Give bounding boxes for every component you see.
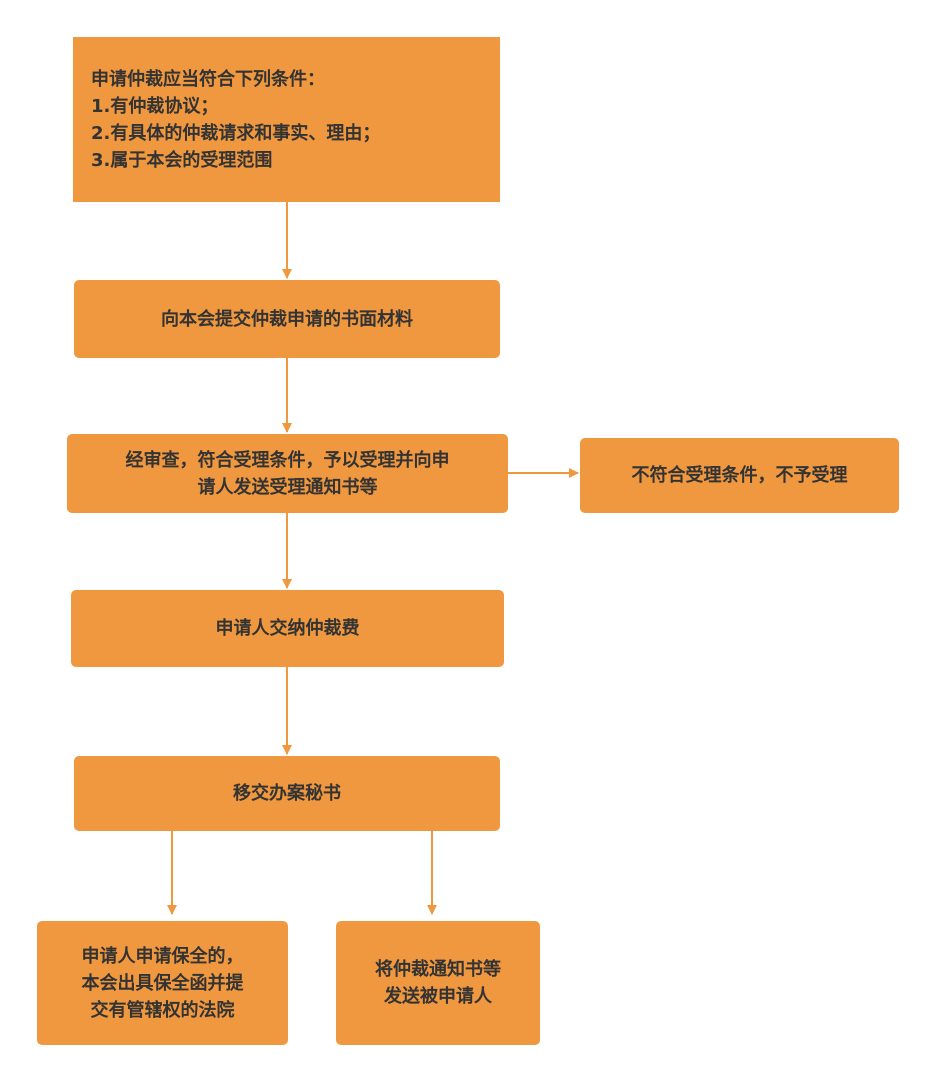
node-notify-respondent-text: 将仲裁通知书等 发送被申请人 <box>375 959 501 1007</box>
node-review: 经审查，符合受理条件，予以受理并向申 请人发送受理通知书等 <box>67 434 508 513</box>
node-transfer-text: 移交办案秘书 <box>233 783 341 804</box>
node-pay-fee: 申请人交纳仲裁费 <box>71 590 504 667</box>
node-submit: 向本会提交仲裁申请的书面材料 <box>74 280 500 358</box>
node-submit-text: 向本会提交仲裁申请的书面材料 <box>161 308 413 330</box>
node-review-text: 经审查，符合受理条件，予以受理并向申 请人发送受理通知书等 <box>125 449 450 498</box>
node-transfer: 移交办案秘书 <box>74 756 500 831</box>
node-preservation-text: 申请人申请保全的， 本会出具保全函并提 交有管辖权的法院 <box>81 945 244 1021</box>
node-conditions: 申请仲裁应当符合下列条件： 1.有仲裁协议； 2.有具体的仲裁请求和事实、理由；… <box>73 37 500 202</box>
node-notify-respondent: 将仲裁通知书等 发送被申请人 <box>336 921 540 1045</box>
node-preservation: 申请人申请保全的， 本会出具保全函并提 交有管辖权的法院 <box>37 921 288 1045</box>
node-pay-fee-text: 申请人交纳仲裁费 <box>215 618 360 639</box>
node-conditions-text: 申请仲裁应当符合下列条件： 1.有仲裁协议； 2.有具体的仲裁请求和事实、理由；… <box>91 68 381 171</box>
node-reject: 不符合受理条件，不予受理 <box>580 438 899 513</box>
node-reject-text: 不符合受理条件，不予受理 <box>631 465 848 486</box>
